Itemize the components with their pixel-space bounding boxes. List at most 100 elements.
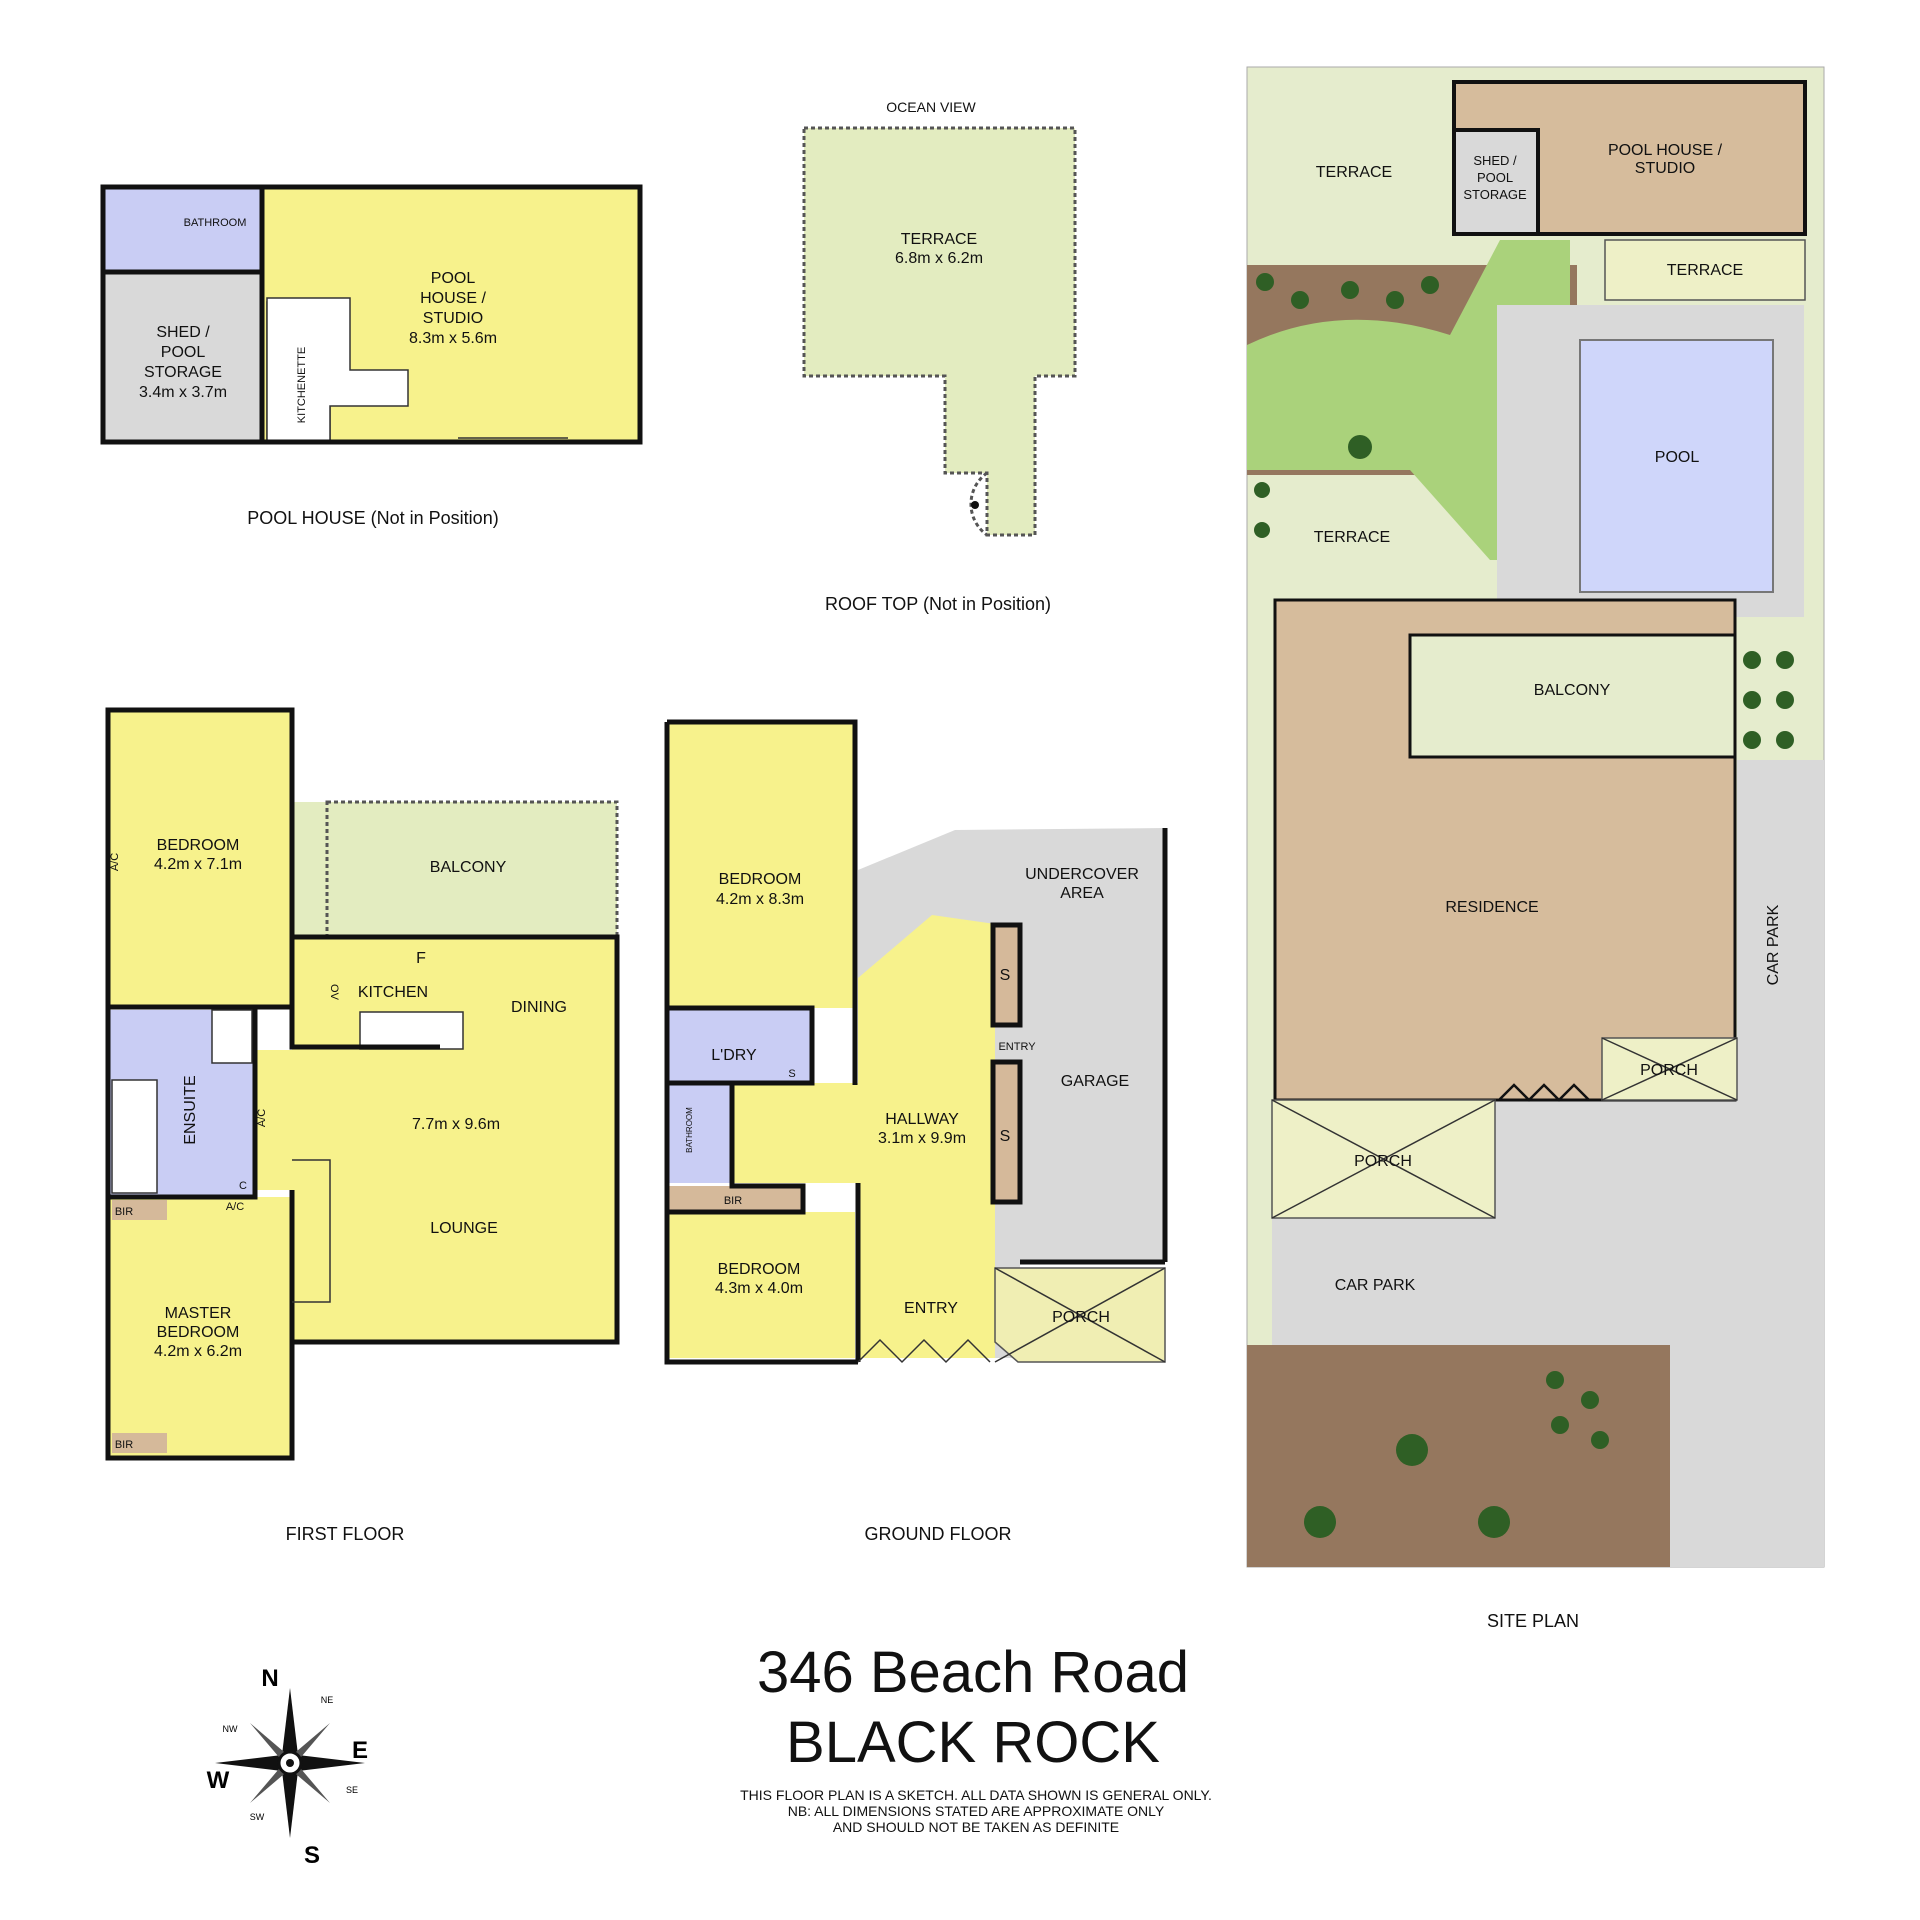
disclaimer-line-2: NB: ALL DIMENSIONS STATED ARE APPROXIMAT… <box>788 1803 1165 1819</box>
ph-shed-label-1: SHED / <box>156 324 210 341</box>
ff-bir-2: BIR <box>115 1439 133 1451</box>
site-shed-label-3: STORAGE <box>1463 187 1527 202</box>
gf-garage-label: GARAGE <box>1061 1073 1129 1090</box>
ff-master-label-2: BEDROOM <box>157 1324 240 1341</box>
site-pool-label: POOL <box>1655 449 1700 466</box>
gf-bedroom-2-dims: 4.3m x 4.0m <box>715 1280 803 1297</box>
gf-undercover-label-1: UNDERCOVER <box>1025 866 1139 883</box>
gf-hallway-dims: 3.1m x 9.9m <box>878 1130 966 1147</box>
ff-ac-3: A/C <box>226 1201 244 1213</box>
ff-living-dims: 7.7m x 9.6m <box>412 1116 500 1133</box>
ff-cupboard-label: C <box>239 1180 247 1192</box>
ff-balcony-label: BALCONY <box>430 859 507 876</box>
roof-terrace-area <box>802 126 1077 537</box>
site-terrace-1-label: TERRACE <box>1316 164 1392 181</box>
site-pool-house-label-2: STUDIO <box>1635 160 1695 177</box>
roof-top-caption: ROOF TOP (Not in Position) <box>825 594 1051 614</box>
ph-studio-label-2: HOUSE / <box>420 290 486 307</box>
site-pool <box>1579 339 1774 593</box>
compass-e: E <box>352 1737 368 1764</box>
ocean-view-label: OCEAN VIEW <box>886 99 976 115</box>
ff-ac-2: A/C <box>256 1109 268 1127</box>
gf-bedroom-2-label: BEDROOM <box>718 1261 801 1278</box>
title-suburb: BLACK ROCK <box>786 1710 1160 1775</box>
gf-hallway <box>732 915 995 1358</box>
site-pool-house-label-1: POOL HOUSE / <box>1608 142 1723 159</box>
site-terrace-3-label: TERRACE <box>1314 529 1390 546</box>
gf-bedroom-1 <box>667 722 855 1008</box>
compass-n: N <box>261 1665 278 1692</box>
ff-kitchen-island <box>359 1011 464 1050</box>
site-shed-label-1: SHED / <box>1473 153 1517 168</box>
ff-master-label-1: MASTER <box>165 1305 232 1322</box>
ff-ac-1: A/C <box>109 853 121 871</box>
ph-shed-label-2: POOL <box>161 344 206 361</box>
compass-se: SE <box>346 1785 358 1795</box>
gf-porch-label: PORCH <box>1052 1309 1110 1326</box>
ff-master-room <box>108 1197 292 1458</box>
ff-lounge-label: LOUNGE <box>430 1220 498 1237</box>
pool-house-walls <box>100 184 643 445</box>
gf-entry-label: ENTRY <box>904 1300 958 1317</box>
gf-bir <box>667 1186 803 1212</box>
ff-bedroom-label: BEDROOM <box>157 837 240 854</box>
disclaimer-line-3: AND SHOULD NOT BE TAKEN AS DEFINITE <box>833 1819 1119 1835</box>
ff-kitchen-label: KITCHEN <box>358 984 428 1001</box>
ff-dining-label: DINING <box>511 999 567 1016</box>
title-address: 346 Beach Road <box>757 1640 1189 1705</box>
compass-w: W <box>207 1767 230 1794</box>
site-car-park-side-label: CAR PARK <box>1765 904 1782 985</box>
gf-laundry-label: L'DRY <box>711 1047 757 1064</box>
gf-bathroom <box>667 1083 732 1183</box>
site-plan-caption: SITE PLAN <box>1487 1611 1579 1631</box>
site-shed <box>1452 128 1540 236</box>
gf-bathroom-label: BATHROOM <box>685 1107 694 1153</box>
ff-bir-1: BIR <box>115 1206 133 1218</box>
first-floor-caption: FIRST FLOOR <box>286 1524 405 1544</box>
gf-s-2: S <box>1000 967 1011 984</box>
first-floor-plan: BEDROOM 4.2m x 7.1m A/C BALCONY KITCHEN … <box>105 707 620 1544</box>
site-car-park-label: CAR PARK <box>1335 1277 1416 1294</box>
ff-bedroom-room <box>108 710 292 1007</box>
site-porch-1-label: PORCH <box>1640 1062 1698 1079</box>
gf-bedroom-2 <box>667 1212 855 1358</box>
gf-bir-label: BIR <box>724 1195 742 1207</box>
ph-shed-label-3: STORAGE <box>144 364 222 381</box>
site-terrace-2 <box>1604 239 1806 301</box>
compass-rose-icon: N S E W NE NW SE SW <box>207 1665 368 1869</box>
roof-top-plan: OCEAN VIEW TERRACE 6.8m x 6.2m ROOF TOP … <box>802 99 1077 614</box>
compass-sw: SW <box>250 1812 265 1822</box>
ph-bathroom-label: BATHROOM <box>184 217 247 229</box>
ff-fridge-label: F <box>416 950 426 967</box>
roof-terrace-dims: 6.8m x 6.2m <box>895 250 983 267</box>
gf-undercover-label-2: AREA <box>1060 885 1104 902</box>
site-shed-label-2: POOL <box>1477 170 1513 185</box>
site-balcony-label: BALCONY <box>1534 682 1611 699</box>
pool-house-caption: POOL HOUSE (Not in Position) <box>247 508 498 528</box>
disclaimer-line-1: THIS FLOOR PLAN IS A SKETCH. ALL DATA SH… <box>740 1787 1212 1803</box>
ff-balcony-area <box>292 802 617 937</box>
ff-living-area <box>233 937 617 1342</box>
ph-studio-dims: 8.3m x 5.6m <box>409 330 497 347</box>
gf-s-3: S <box>1000 1128 1011 1145</box>
ph-kitchenette-label: KITCHENETTE <box>296 347 308 423</box>
compass-ne: NE <box>321 1695 334 1705</box>
gf-entry-small-label: ENTRY <box>998 1041 1036 1053</box>
ff-master-dims: 4.2m x 6.2m <box>154 1343 242 1360</box>
gf-hallway-label: HALLWAY <box>885 1111 959 1128</box>
gf-bedroom-1-label: BEDROOM <box>719 871 802 888</box>
ground-floor-plan: BEDROOM 4.2m x 8.3m L'DRY S BATHROOM BIR… <box>664 719 1168 1544</box>
compass-nw: NW <box>223 1724 238 1734</box>
gf-laundry <box>667 1008 812 1083</box>
site-residence-label: RESIDENCE <box>1445 899 1538 916</box>
compass-s: S <box>304 1842 320 1869</box>
gf-bedroom-1-dims: 4.2m x 8.3m <box>716 891 804 908</box>
ff-ensuite-label: ENSUITE <box>182 1075 199 1144</box>
bathroom-room <box>103 187 262 270</box>
pool-house-plan: BATHROOM SHED / POOL STORAGE 3.4m x 3.7m… <box>100 184 643 528</box>
ff-oven-label: OV <box>328 984 340 1001</box>
ground-floor-caption: GROUND FLOOR <box>864 1524 1011 1544</box>
ph-shed-dims: 3.4m x 3.7m <box>139 384 227 401</box>
site-plan: TERRACE SHED / POOL STORAGE POOL HOUSE /… <box>1246 66 1825 1631</box>
